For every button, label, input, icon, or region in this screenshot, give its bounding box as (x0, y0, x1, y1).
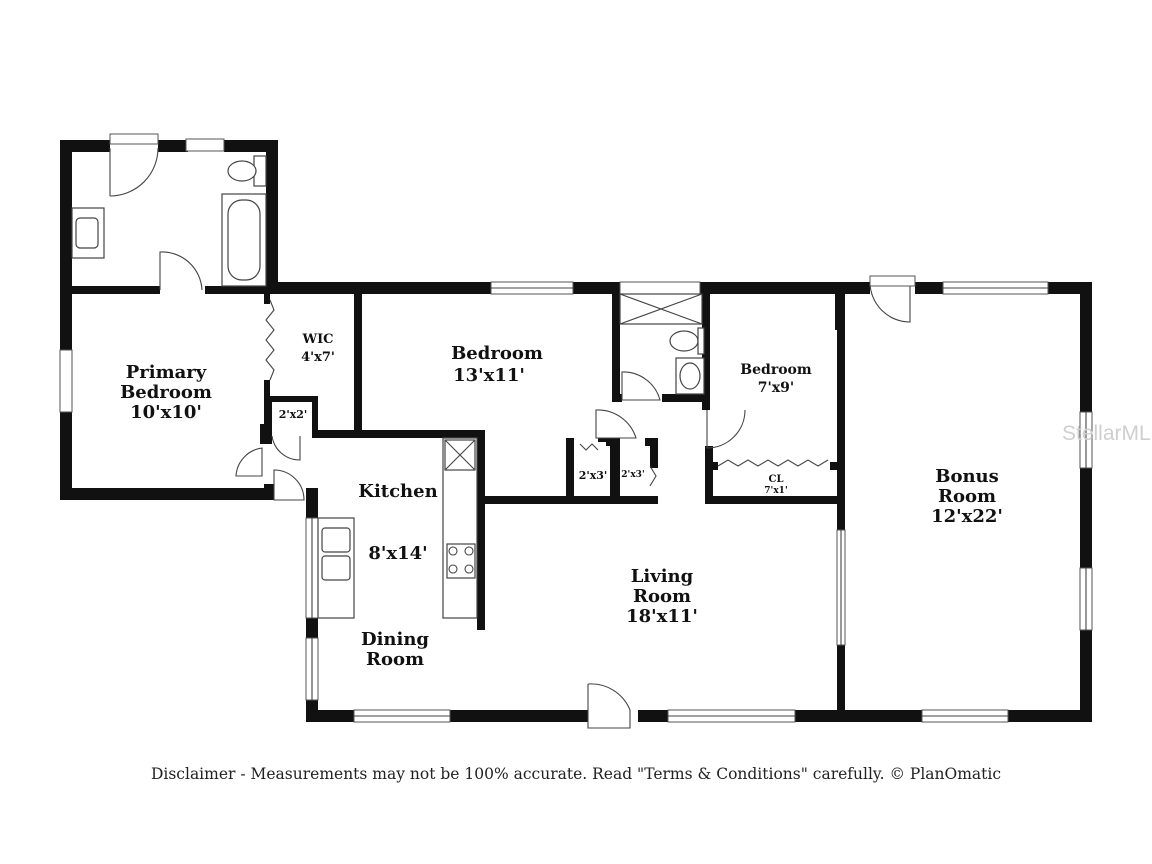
kitchen-name: Kitchen (358, 481, 437, 502)
disclaimer: Disclaimer - Measurements may not be 100… (150, 765, 1002, 783)
windows (59, 138, 1093, 723)
bonus-name-2: Room (938, 486, 996, 507)
bedroom-main-size: 13'x11' (453, 365, 525, 386)
closet-b-size: 2'x3' (621, 470, 644, 480)
closet-small-name: CL (769, 474, 784, 485)
wic-name: WIC (301, 332, 333, 347)
primary-bedroom-name-2: Bedroom (120, 382, 212, 403)
fixtures (71, 155, 829, 619)
living-name-2: Room (633, 586, 691, 607)
closet-small-size: 7'x1' (764, 486, 787, 496)
watermark: StellarMLS (1062, 422, 1152, 445)
kitchen-size: 8'x14' (368, 543, 427, 564)
bonus-name-1: Bonus (935, 466, 999, 487)
bonus-size: 12'x22' (931, 506, 1003, 527)
primary-bedroom-name-1: Primary (126, 362, 207, 383)
toilet-icon (669, 330, 699, 352)
walls (60, 140, 1092, 722)
bedroom-small-size: 7'x9' (758, 380, 794, 396)
wic-size: 4'x7' (301, 350, 335, 365)
living-size: 18'x11' (626, 606, 698, 627)
closet-primary-size: 2'x2' (279, 408, 308, 421)
bedroom-main-name: Bedroom (451, 343, 543, 364)
dining-name-2: Room (366, 649, 424, 670)
primary-bedroom-size: 10'x10' (130, 402, 202, 423)
dining-name-1: Dining (361, 629, 429, 650)
kitchen-sink-icon (321, 527, 351, 553)
bedroom-small-name: Bedroom (740, 362, 812, 378)
closet-a-size: 2'x3' (579, 469, 608, 482)
room-labels: Primary Bedroom 10'x10' WIC 4'x7' 2'x2' … (120, 332, 1003, 670)
doors (109, 133, 916, 729)
living-name-1: Living (631, 566, 694, 587)
